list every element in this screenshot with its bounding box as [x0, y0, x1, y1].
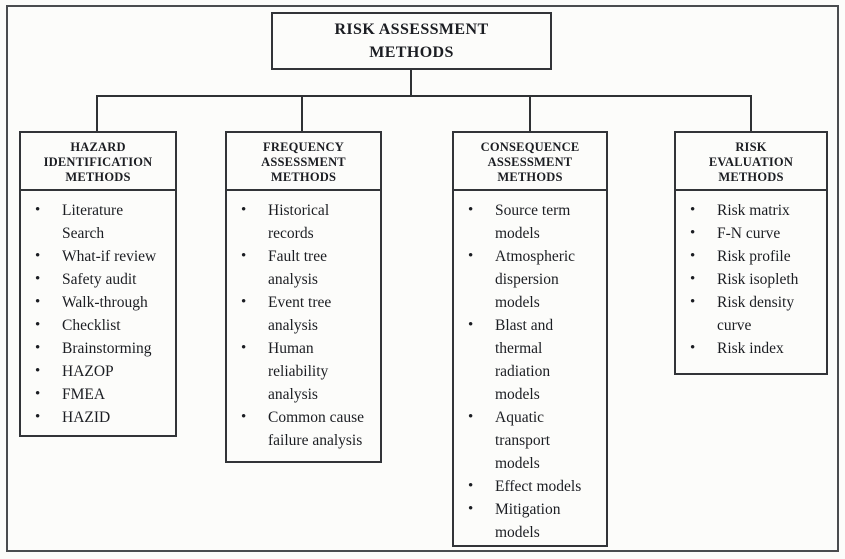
bullet-icon: • — [241, 202, 247, 218]
list-item-text: Risk isopleth — [717, 271, 799, 288]
list-item-text: What-if review — [62, 248, 157, 265]
list-item-text: Blast and thermal radiation models — [495, 317, 554, 403]
list-item-text: Brainstorming — [62, 340, 152, 357]
bullet-icon: • — [35, 317, 41, 333]
list-item: • Literature Search — [21, 199, 173, 245]
list-item: • FMEA — [21, 383, 173, 406]
list-item: • Effect models — [454, 475, 604, 498]
column-list: • Source term models • Atmospheric dispersi… — [454, 191, 606, 544]
list-item: • Risk profile — [676, 245, 824, 268]
column-list: • Risk matrix • F-N curve • Risk profile • Risk… — [676, 191, 826, 360]
connector-stem — [410, 70, 412, 96]
list-item-text: Risk index — [717, 340, 784, 357]
list-item-text: Risk density curve — [717, 294, 795, 334]
bullet-icon: • — [690, 294, 696, 310]
list-item: • Atmospheric dispersion models — [454, 245, 604, 314]
list-item-text: Atmospheric dispersion models — [495, 248, 576, 311]
bullet-icon: • — [241, 409, 247, 425]
list-item: • Risk isopleth — [676, 268, 824, 291]
bullet-icon: • — [468, 409, 474, 425]
list-item-text: Common cause failure analysis — [268, 409, 364, 449]
column-box-hazard-identification: HAZARD IDENTIFICATION METHODS • Literatur… — [19, 131, 177, 437]
column-header: RISK EVALUATION METHODS — [676, 133, 826, 191]
bullet-icon: • — [35, 409, 41, 425]
list-item: • Checklist — [21, 314, 173, 337]
bullet-icon: • — [35, 386, 41, 402]
connector-drop-consequence — [529, 95, 531, 131]
bullet-icon: • — [35, 271, 41, 287]
bullet-icon: • — [690, 225, 696, 241]
title-box: RISK ASSESSMENT METHODS — [271, 12, 552, 70]
column-box-frequency-assessment: FREQUENCY ASSESSMENT METHODS • Historical… — [225, 131, 382, 463]
list-item: • Safety audit — [21, 268, 173, 291]
bullet-icon: • — [241, 294, 247, 310]
list-item-text: Checklist — [62, 317, 121, 334]
connector-horizontal-bar — [96, 95, 752, 97]
bullet-icon: • — [690, 340, 696, 356]
bullet-icon: • — [468, 501, 474, 517]
list-item-text: Source term models — [495, 202, 571, 242]
list-item: • Source term models — [454, 199, 604, 245]
list-item-text: Human reliability analysis — [268, 340, 329, 403]
list-item: • HAZID — [21, 406, 173, 429]
list-item: • Common cause failure analysis — [227, 406, 378, 452]
list-item: • Event tree analysis — [227, 291, 378, 337]
column-header: HAZARD IDENTIFICATION METHODS — [21, 133, 175, 191]
list-item: • Fault tree analysis — [227, 245, 378, 291]
list-item: • Brainstorming — [21, 337, 173, 360]
list-item-text: Mitigation models — [495, 501, 561, 541]
bullet-icon: • — [35, 340, 41, 356]
list-item: • Walk-through — [21, 291, 173, 314]
column-header: FREQUENCY ASSESSMENT METHODS — [227, 133, 380, 191]
list-item-text: F-N curve — [717, 225, 781, 242]
list-item-text: HAZOP — [62, 363, 114, 380]
column-list: • Literature Search • What-if review • Safety… — [21, 191, 175, 429]
list-item-text: Walk-through — [62, 294, 148, 311]
bullet-icon: • — [241, 248, 247, 264]
bullet-icon: • — [468, 478, 474, 494]
bullet-icon: • — [690, 248, 696, 264]
list-item: • Historical records — [227, 199, 378, 245]
list-item: • Human reliability analysis — [227, 337, 378, 406]
column-list: •Historical records•Fault tree analysis•… — [227, 191, 380, 452]
bullet-icon: • — [35, 248, 41, 264]
diagram-title: RISK ASSESSMENT METHODS — [334, 21, 489, 61]
bullet-icon: • — [35, 363, 41, 379]
list-item-text: Event tree analysis — [268, 294, 332, 334]
list-item-text: Aquatic transport models — [495, 409, 551, 472]
list-item: • Blast and thermal radiation models — [454, 314, 604, 406]
bullet-icon: • — [690, 271, 696, 287]
column-box-consequence-assessment: CONSEQUENCE ASSESSMENT METHODS • Source t… — [452, 131, 608, 547]
list-item-text: Risk profile — [717, 248, 791, 265]
list-item: • What-if review — [21, 245, 173, 268]
column-header: CONSEQUENCE ASSESSMENT METHODS — [454, 133, 606, 191]
list-item-text: Risk matrix — [717, 202, 790, 219]
list-item: • Risk matrix — [676, 199, 824, 222]
connector-drop-risk-eval — [750, 95, 752, 131]
bullet-icon: • — [35, 294, 41, 310]
bullet-icon: • — [468, 248, 474, 264]
column-box-risk-evaluation: RISK EVALUATION METHODS • Risk matrix • F-N… — [674, 131, 828, 375]
list-item-text: HAZID — [62, 409, 111, 426]
bullet-icon: • — [468, 317, 474, 333]
connector-drop-hazard — [96, 95, 98, 131]
list-item-text: Effect models — [495, 478, 582, 495]
list-item-text: Historical records — [268, 202, 330, 242]
list-item-text: FMEA — [62, 386, 106, 403]
list-item: • F-N curve — [676, 222, 824, 245]
list-item: • Risk density curve — [676, 291, 824, 337]
list-item: • HAZOP — [21, 360, 173, 383]
list-item-text: Fault tree analysis — [268, 248, 327, 288]
bullet-icon: • — [468, 202, 474, 218]
bullet-icon: • — [241, 340, 247, 356]
bullet-icon: • — [35, 202, 41, 218]
bullet-icon: • — [690, 202, 696, 218]
outer-frame — [6, 5, 839, 552]
list-item: • Mitigation models — [454, 498, 604, 544]
list-item: • Aquatic transport models — [454, 406, 604, 475]
list-item: • Risk index — [676, 337, 824, 360]
list-item-text: Literature Search — [62, 202, 124, 242]
list-item-text: Safety audit — [62, 271, 137, 288]
connector-drop-frequency — [301, 95, 303, 131]
